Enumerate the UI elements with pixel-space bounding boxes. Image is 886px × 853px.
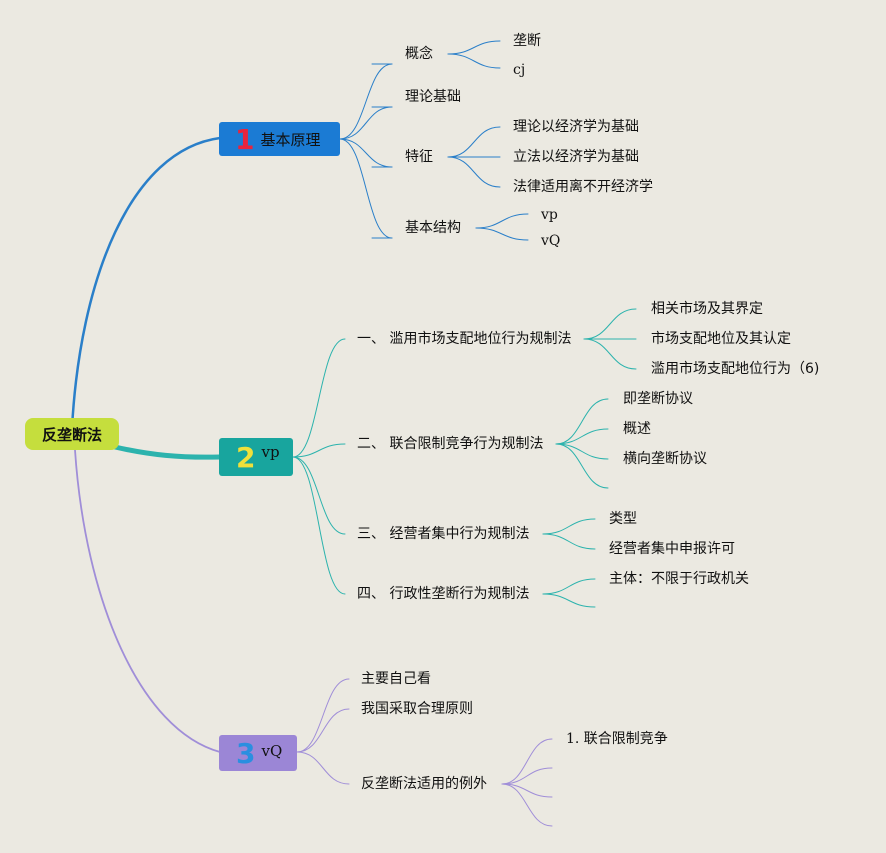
- root-label: 反垄断法: [41, 425, 102, 444]
- connector-23: [555, 428, 609, 445]
- branch-2-label: vp: [261, 443, 280, 461]
- connector-34: [501, 767, 553, 785]
- connector-30: [296, 678, 350, 753]
- connector-8: [447, 40, 501, 55]
- node-concentration[interactable]: 三、 经营者集中行为规制法: [357, 526, 530, 542]
- leaf-market-dominance[interactable]: 市场支配地位及其认定: [651, 331, 791, 347]
- branch-3-node[interactable]: 3 vQ: [219, 735, 297, 771]
- node-theory-basis[interactable]: 理论基础: [405, 89, 461, 105]
- node-administrative-monopoly[interactable]: 四、 行政性垄断行为规制法: [357, 586, 530, 602]
- connector-21: [583, 338, 637, 370]
- connector-22: [555, 398, 609, 445]
- leaf-vq[interactable]: vQ: [541, 233, 561, 249]
- connector-29: [542, 593, 596, 608]
- leaf-abuse-acts[interactable]: 滥用市场支配地位行为（6): [651, 361, 820, 377]
- leaf-concentration-filing[interactable]: 经营者集中申报许可: [609, 541, 735, 557]
- connector-9: [447, 53, 501, 69]
- connector-16: [292, 443, 346, 458]
- connector-14: [475, 227, 529, 241]
- branch-3-label: vQ: [261, 742, 283, 760]
- leaf-cj[interactable]: cj: [513, 62, 526, 78]
- leaf-vp[interactable]: vp: [541, 207, 558, 223]
- connector-2: [339, 138, 393, 168]
- node-abuse-dominance[interactable]: 一、 滥用市场支配地位行为规制法: [357, 331, 572, 347]
- leaf-monopoly-agreement[interactable]: 即垄断协议: [623, 391, 693, 407]
- connector-33: [501, 738, 553, 785]
- connector-27: [542, 533, 596, 550]
- leaf-feature-1[interactable]: 理论以经济学为基础: [513, 119, 639, 135]
- node-exceptions[interactable]: 反垄断法适用的例外: [361, 776, 487, 792]
- connector-root-branch2: [112, 444, 223, 460]
- branch-1-number: 1: [235, 122, 255, 156]
- connector-26: [542, 518, 596, 535]
- leaf-feature-2[interactable]: 立法以经济学为基础: [513, 149, 639, 165]
- leaf-exception-1[interactable]: 1. 联合限制竞争: [566, 731, 668, 747]
- connector-1: [339, 106, 393, 140]
- connector-15: [292, 338, 346, 458]
- branch-3-number: 3: [236, 736, 256, 770]
- connector-root-branch3: [74, 449, 221, 753]
- node-features[interactable]: 特征: [405, 149, 433, 165]
- leaf-monopoly[interactable]: 垄断: [513, 33, 541, 49]
- connector-31: [296, 708, 350, 753]
- connector-12: [447, 156, 501, 188]
- leaf-overview[interactable]: 概述: [623, 421, 651, 437]
- connector-18: [292, 456, 346, 595]
- node-rule-of-reason[interactable]: 我国采取合理原则: [361, 701, 473, 717]
- connector-0: [339, 63, 393, 140]
- node-read-yourself[interactable]: 主要自己看: [361, 671, 431, 687]
- connector-root-branch1: [70, 136, 222, 430]
- connector-10: [447, 126, 501, 158]
- leaf-feature-3[interactable]: 法律适用离不开经济学: [513, 179, 653, 195]
- connector-13: [475, 213, 529, 229]
- node-basic-structure[interactable]: 基本结构: [405, 220, 461, 236]
- connector-25: [555, 443, 609, 489]
- node-concept[interactable]: 概念: [405, 46, 433, 62]
- connector-3: [339, 138, 393, 239]
- leaf-types[interactable]: 类型: [609, 511, 637, 527]
- node-joint-restriction[interactable]: 二、 联合限制竞争行为规制法: [357, 436, 544, 452]
- branch-1-node[interactable]: 1 基本原理: [219, 122, 340, 156]
- branch-1-label: 基本原理: [260, 130, 321, 149]
- branch-2-number: 2: [236, 440, 256, 474]
- connector-17: [292, 456, 346, 535]
- leaf-horizontal-agreement[interactable]: 横向垄断协议: [623, 451, 707, 467]
- root-node[interactable]: 反垄断法: [25, 418, 119, 450]
- connector-32: [296, 751, 350, 785]
- branch-2-node[interactable]: 2 vp: [219, 438, 293, 476]
- connector-36: [501, 783, 553, 827]
- leaf-subject[interactable]: 主体：不限于行政机关: [609, 571, 749, 587]
- connector-28: [542, 578, 596, 595]
- connector-24: [555, 443, 609, 460]
- leaf-relevant-market[interactable]: 相关市场及其界定: [651, 301, 763, 317]
- connector-19: [583, 308, 637, 340]
